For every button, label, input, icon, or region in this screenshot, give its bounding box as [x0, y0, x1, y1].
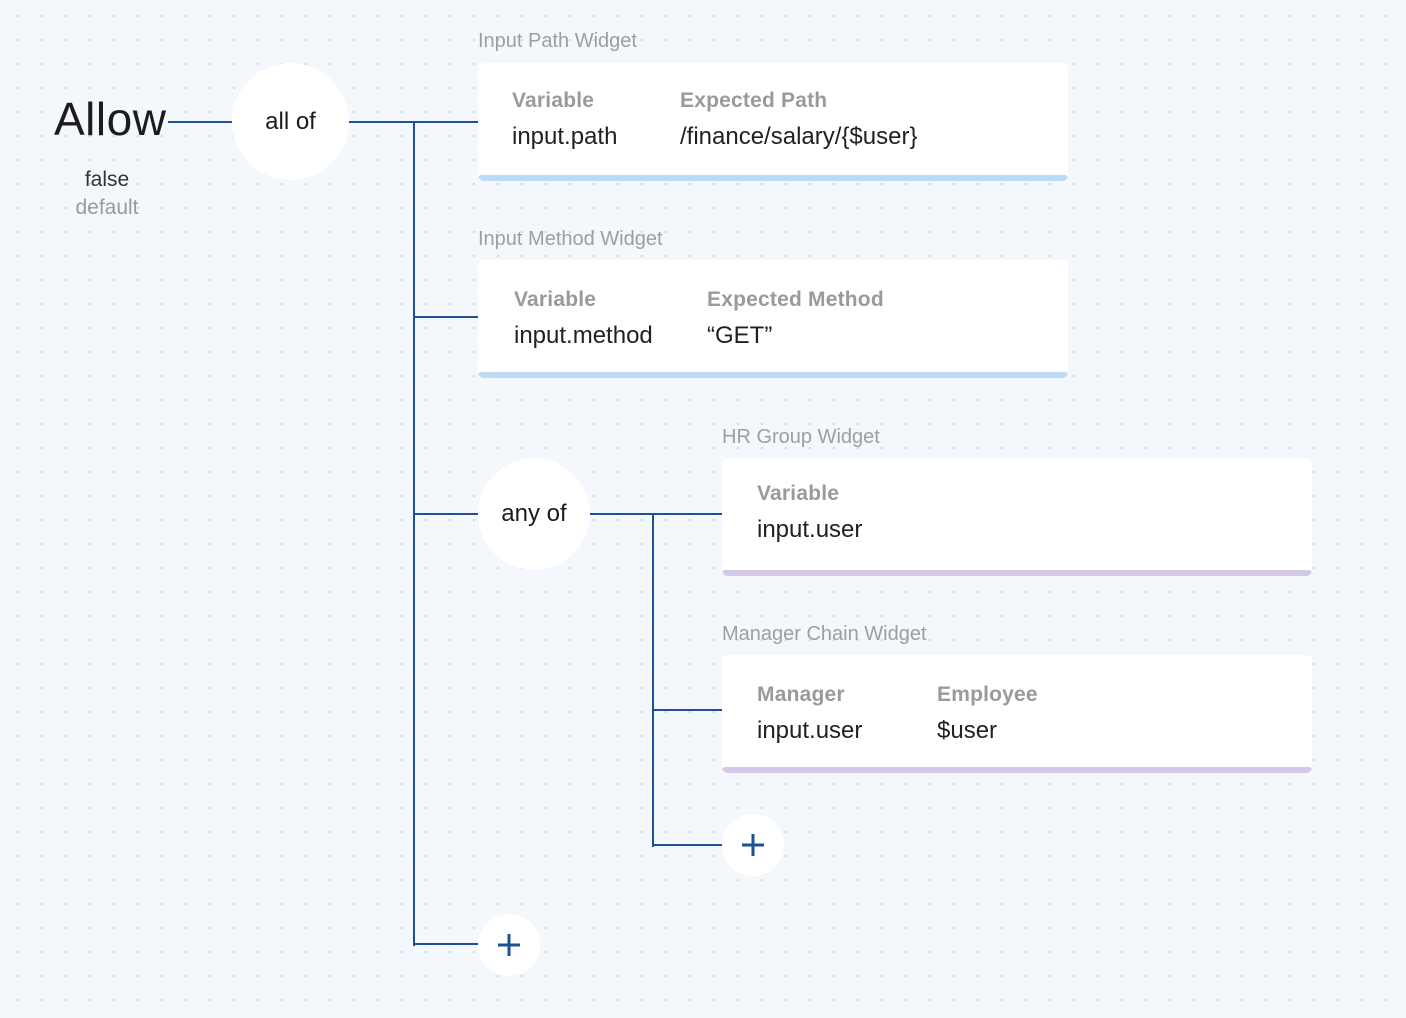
connector-line: [168, 121, 232, 123]
any-of-operator[interactable]: any of: [478, 458, 590, 570]
field-expected-method: Expected Method “GET”: [707, 288, 884, 350]
field-value[interactable]: $user: [937, 717, 998, 744]
widget-title-hr-group: HR Group Widget: [722, 426, 880, 448]
connector-line: [652, 709, 722, 711]
widget-title-input-path: Input Path Widget: [478, 30, 637, 52]
field-value[interactable]: input.path: [512, 123, 618, 150]
field-employee: Employee $user: [937, 683, 1038, 745]
connector-line: [413, 121, 415, 946]
field-label: Variable: [757, 482, 840, 505]
field-expected-path: Expected Path /finance/salary/{$user}: [680, 89, 917, 151]
default-label: default: [75, 196, 139, 219]
add-condition-button[interactable]: [478, 914, 540, 976]
field-variable: Variable input.path: [512, 89, 617, 151]
operator-label: any of: [501, 500, 567, 527]
hr-group-widget[interactable]: Variable input.user: [722, 458, 1312, 576]
default-value[interactable]: false: [84, 168, 130, 191]
field-manager: Manager input.user: [757, 683, 862, 745]
field-variable: Variable input.method: [514, 288, 653, 350]
widget-title-input-method: Input Method Widget: [478, 228, 663, 250]
field-label: Employee: [937, 683, 1038, 706]
connector-line: [590, 513, 722, 515]
rule-name[interactable]: Allow: [54, 93, 167, 145]
field-value[interactable]: “GET”: [707, 322, 773, 349]
add-nested-condition-button[interactable]: [722, 814, 784, 876]
connector-line: [413, 513, 478, 515]
widget-accent-bar: [722, 767, 1312, 773]
widget-title-manager-chain: Manager Chain Widget: [722, 623, 927, 645]
field-value[interactable]: input.user: [757, 516, 863, 543]
field-label: Expected Method: [707, 288, 884, 311]
input-path-widget[interactable]: Variable input.path Expected Path /finan…: [478, 63, 1068, 181]
connector-line: [652, 513, 654, 847]
connector-line: [652, 844, 722, 846]
all-of-operator[interactable]: all of: [232, 63, 349, 180]
connector-line: [413, 316, 478, 318]
field-value[interactable]: input.method: [514, 322, 653, 349]
widget-accent-bar: [722, 570, 1312, 576]
field-label: Manager: [757, 683, 845, 706]
connector-line: [413, 943, 478, 945]
field-value[interactable]: /finance/salary/{$user}: [680, 123, 918, 150]
field-label: Variable: [512, 89, 595, 112]
manager-chain-widget[interactable]: Manager input.user Employee $user: [722, 655, 1312, 773]
field-value[interactable]: input.user: [757, 717, 863, 744]
field-variable: Variable input.user: [757, 482, 862, 544]
input-method-widget[interactable]: Variable input.method Expected Method “G…: [478, 260, 1068, 378]
plus-icon: [742, 834, 764, 856]
plus-icon: [498, 934, 520, 956]
field-label: Expected Path: [680, 89, 828, 112]
field-label: Variable: [514, 288, 597, 311]
widget-accent-bar: [478, 175, 1068, 181]
operator-label: all of: [265, 107, 316, 135]
widget-accent-bar: [478, 372, 1068, 378]
